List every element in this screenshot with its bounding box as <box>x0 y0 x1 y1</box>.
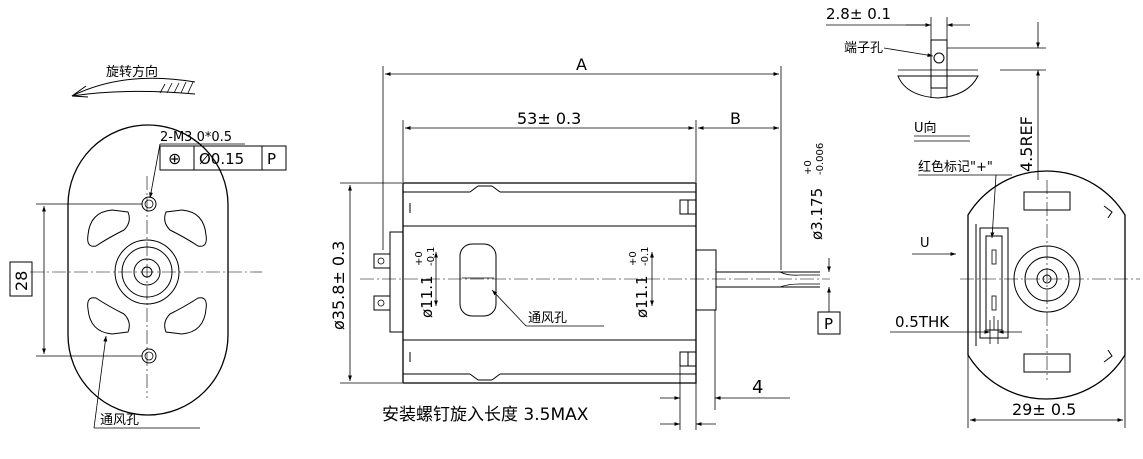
terminal-detail <box>897 39 979 99</box>
side-view: A 53± 0.3 B ø35.8± 0.3 <box>329 55 841 430</box>
dim-rear-boss-diameter: ø11.1 <box>418 275 436 318</box>
dim-front-boss-diameter: ø11.1 <box>633 275 651 318</box>
dim-shaft-tol-lower: -0.006 <box>815 143 826 175</box>
rear-end-outline <box>967 170 1126 400</box>
dim-thickness: 0.5THK <box>895 313 950 331</box>
screw-length-note: 安装螺钉旋入长度 3.5MAX <box>382 405 589 425</box>
motor-shaft <box>716 271 820 288</box>
dim-overall-length: A <box>576 55 587 74</box>
dim-front-boss-tol-lower: -0.1 <box>640 246 651 266</box>
u-arrow-label: U <box>920 236 930 251</box>
vent-label-left: 通风孔 <box>100 413 139 428</box>
dim-body-diameter: ø35.8± 0.3 <box>329 241 348 330</box>
dim-terminal-ref: 4.5REF <box>1017 116 1036 172</box>
vent-label-side: 通风孔 <box>528 311 567 326</box>
dim-terminal-width: 2.8± 0.1 <box>826 5 891 23</box>
position-tolerance-icon: ⊕ <box>168 149 181 168</box>
rotation-label: 旋转方向 <box>106 64 158 80</box>
dim-rear-boss-tol-upper: +0 <box>414 251 425 266</box>
mounting-hole-bottom <box>141 348 157 364</box>
dim-height-28: 28 <box>12 271 31 291</box>
u-view-label: U向 <box>914 120 937 136</box>
dim-shaft-diameter: ø3.175 <box>808 188 826 240</box>
vent-window <box>459 243 497 317</box>
terminal-hole <box>933 52 945 64</box>
left-end-view: 旋转方向 2-M3.0*0.5 ⊕ Ø0.15 P <box>9 64 287 429</box>
dim-shaft-tol-upper: +0 <box>803 160 814 175</box>
red-mark-label: 红色标记"+" <box>918 159 993 175</box>
rotation-arrow-icon <box>71 77 196 98</box>
tolerance-datum: P <box>267 150 276 168</box>
vent-holes <box>87 209 207 335</box>
dim-rear-boss-tol-lower: -0.1 <box>426 246 437 266</box>
dim-screw-gap: 4 <box>752 377 763 398</box>
datum-p-label: P <box>824 315 833 333</box>
tolerance-frame: ⊕ Ø0.15 P <box>159 145 287 171</box>
tolerance-value: Ø0.15 <box>199 150 244 168</box>
mounting-hole-top <box>141 196 157 212</box>
end-cap-outline <box>67 124 229 416</box>
dim-body-length: 53± 0.3 <box>517 109 581 128</box>
right-end-view: 2.8± 0.1 端子孔 4.5REF U向 红色标记"+" <box>826 5 1140 428</box>
dim-width: 29± 0.5 <box>1012 400 1076 419</box>
hole-spec-label: 2-M3.0*0.5 <box>160 130 232 145</box>
dim-front-boss-tol-upper: +0 <box>628 251 639 266</box>
dim-shaft-length: B <box>730 109 741 128</box>
terminal-block <box>979 227 1009 339</box>
terminal-hole-label: 端子孔 <box>844 41 883 56</box>
